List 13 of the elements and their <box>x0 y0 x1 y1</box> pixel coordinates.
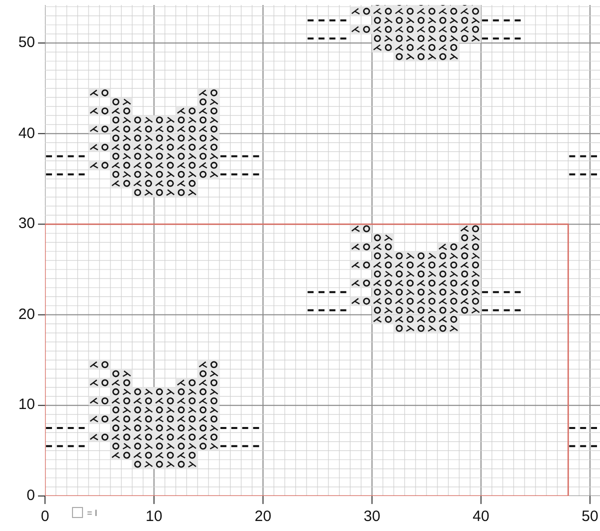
axis-label: 40 <box>472 509 490 525</box>
axis-label: 0 <box>26 488 35 504</box>
axis-label: 10 <box>18 397 35 414</box>
axis-label: 0 <box>40 509 50 525</box>
axis-label: 10 <box>146 509 162 525</box>
legend-text: = I <box>87 508 98 518</box>
axis-label: 20 <box>254 509 272 525</box>
axis-label: 40 <box>18 126 35 142</box>
axis-label: 30 <box>18 216 35 232</box>
axis-label: 20 <box>18 306 35 323</box>
axis-label: 50 <box>18 35 35 51</box>
axis-label: 30 <box>364 509 380 525</box>
axis-label: 50 <box>582 509 598 525</box>
